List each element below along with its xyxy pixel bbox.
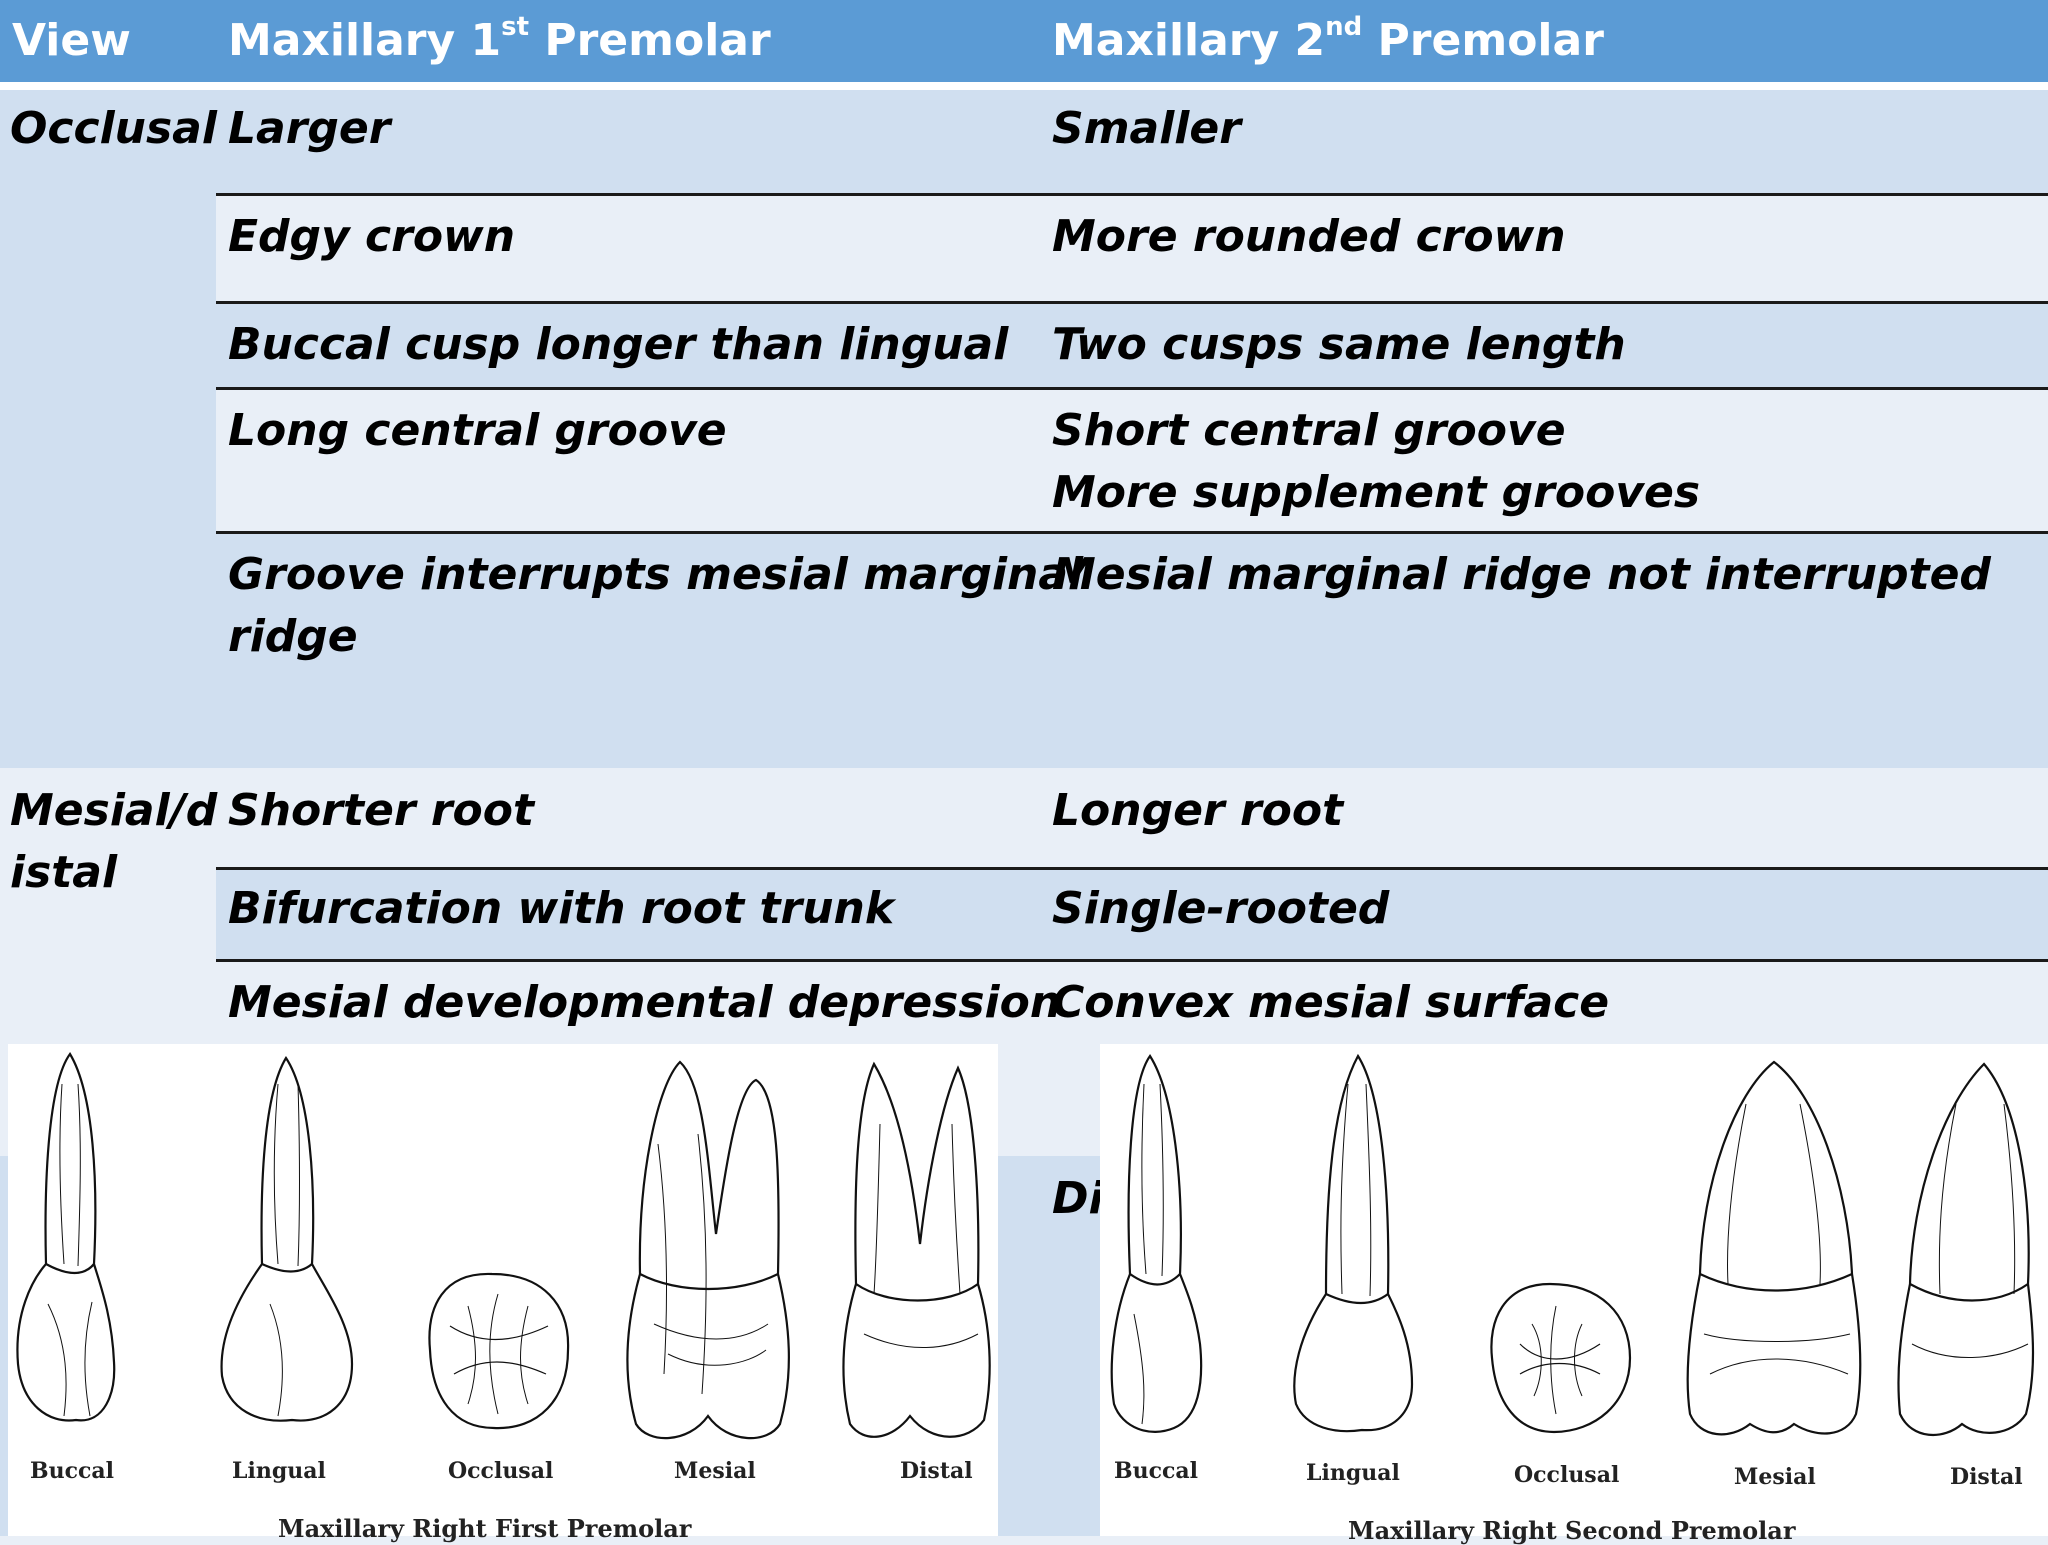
row8-first: Mesial developmental depression [228, 977, 1062, 1028]
second-lingual-tooth [1293, 1053, 1414, 1433]
second-label-buccal: Buccal [1114, 1458, 1198, 1484]
first-label-lingual: Lingual [232, 1458, 326, 1484]
first-buccal-tooth [16, 1052, 116, 1422]
second-occlusal-tooth [1490, 1282, 1632, 1434]
first-premolar-figure: Buccal Lingual Occlusal Mesial Distal Ma… [8, 1044, 998, 1543]
first-distal-tooth [842, 1061, 991, 1438]
view-occlusal: Occlusal [10, 103, 217, 154]
view-mesial-distal: Mesial/d [10, 785, 218, 836]
second-label-distal: Distal [1950, 1464, 2023, 1490]
row-band-7 [0, 868, 2048, 960]
row1-first: Larger [228, 103, 391, 154]
second-distal-tooth [1897, 1062, 2035, 1436]
occlusal-view-cell [0, 194, 216, 768]
row7-first: Bifurcation with root trunk [228, 883, 895, 934]
row6-first: Shorter root [228, 785, 535, 836]
row2-second: More rounded crown [1052, 211, 1566, 262]
second-premolar-drawing [1110, 1053, 2035, 1436]
row5-second: Mesial marginal ridge not interrupted [1052, 549, 1991, 600]
row8-second: Convex mesial surface [1052, 977, 1610, 1028]
second-label-occlusal: Occlusal [1514, 1462, 1620, 1488]
second-label-lingual: Lingual [1306, 1460, 1400, 1486]
row5-first-line2: ridge [228, 611, 358, 662]
row-band-3 [216, 302, 2048, 388]
first-label-occlusal: Occlusal [448, 1458, 554, 1484]
row-band-5 [216, 532, 2048, 768]
row-rule [216, 301, 2048, 304]
first-premolar-drawing [16, 1052, 991, 1440]
row3-first: Buccal cusp longer than lingual [228, 319, 1009, 370]
header-first-premolar: Maxillary 1st Premolar [228, 12, 771, 66]
first-label-buccal: Buccal [30, 1458, 114, 1484]
row-rule [216, 387, 2048, 390]
row-rule [216, 867, 2048, 870]
row-rule [216, 959, 2048, 962]
first-lingual-tooth [220, 1055, 354, 1422]
row-band-6 [0, 768, 2048, 868]
occlusal-column-band [0, 90, 2048, 194]
first-mesial-tooth [626, 1060, 790, 1440]
second-label-mesial: Mesial [1734, 1464, 1816, 1490]
first-occlusal-tooth [428, 1272, 570, 1430]
second-buccal-tooth [1110, 1054, 1203, 1433]
row4-first: Long central groove [228, 405, 727, 456]
row5-first: Groove interrupts mesial marginal [228, 549, 1084, 600]
second-mesial-tooth [1686, 1060, 1862, 1436]
header-divider [0, 82, 2048, 90]
header-second-premolar: Maxillary 2nd Premolar [1052, 12, 1604, 66]
row6-second: Longer root [1052, 785, 1344, 836]
row1-second: Smaller [1052, 103, 1241, 154]
view-mesial-distal-cont: istal [10, 847, 118, 898]
row3-second: Two cusps same length [1052, 319, 1626, 370]
row2-first: Edgy crown [228, 211, 516, 262]
table-header [0, 0, 2048, 82]
second-premolar-figure: Buccal Lingual Occlusal Mesial Distal Ma… [1100, 1044, 2048, 1545]
first-label-distal: Distal [900, 1458, 973, 1484]
first-figure-caption: Maxillary Right First Premolar [278, 1514, 692, 1543]
row-rule [216, 531, 2048, 534]
row-band-4 [216, 388, 2048, 532]
row4-second: Short central groove [1052, 405, 1566, 456]
second-figure-caption: Maxillary Right Second Premolar [1348, 1516, 1796, 1545]
header-view: View [12, 15, 131, 66]
row4-second-line2: More supplement grooves [1052, 467, 1701, 518]
partial-distal-label: Di [1052, 1173, 1104, 1224]
first-label-mesial: Mesial [674, 1458, 756, 1484]
row-band-2 [216, 194, 2048, 302]
row7-second: Single-rooted [1052, 883, 1390, 934]
row-rule [216, 193, 2048, 196]
